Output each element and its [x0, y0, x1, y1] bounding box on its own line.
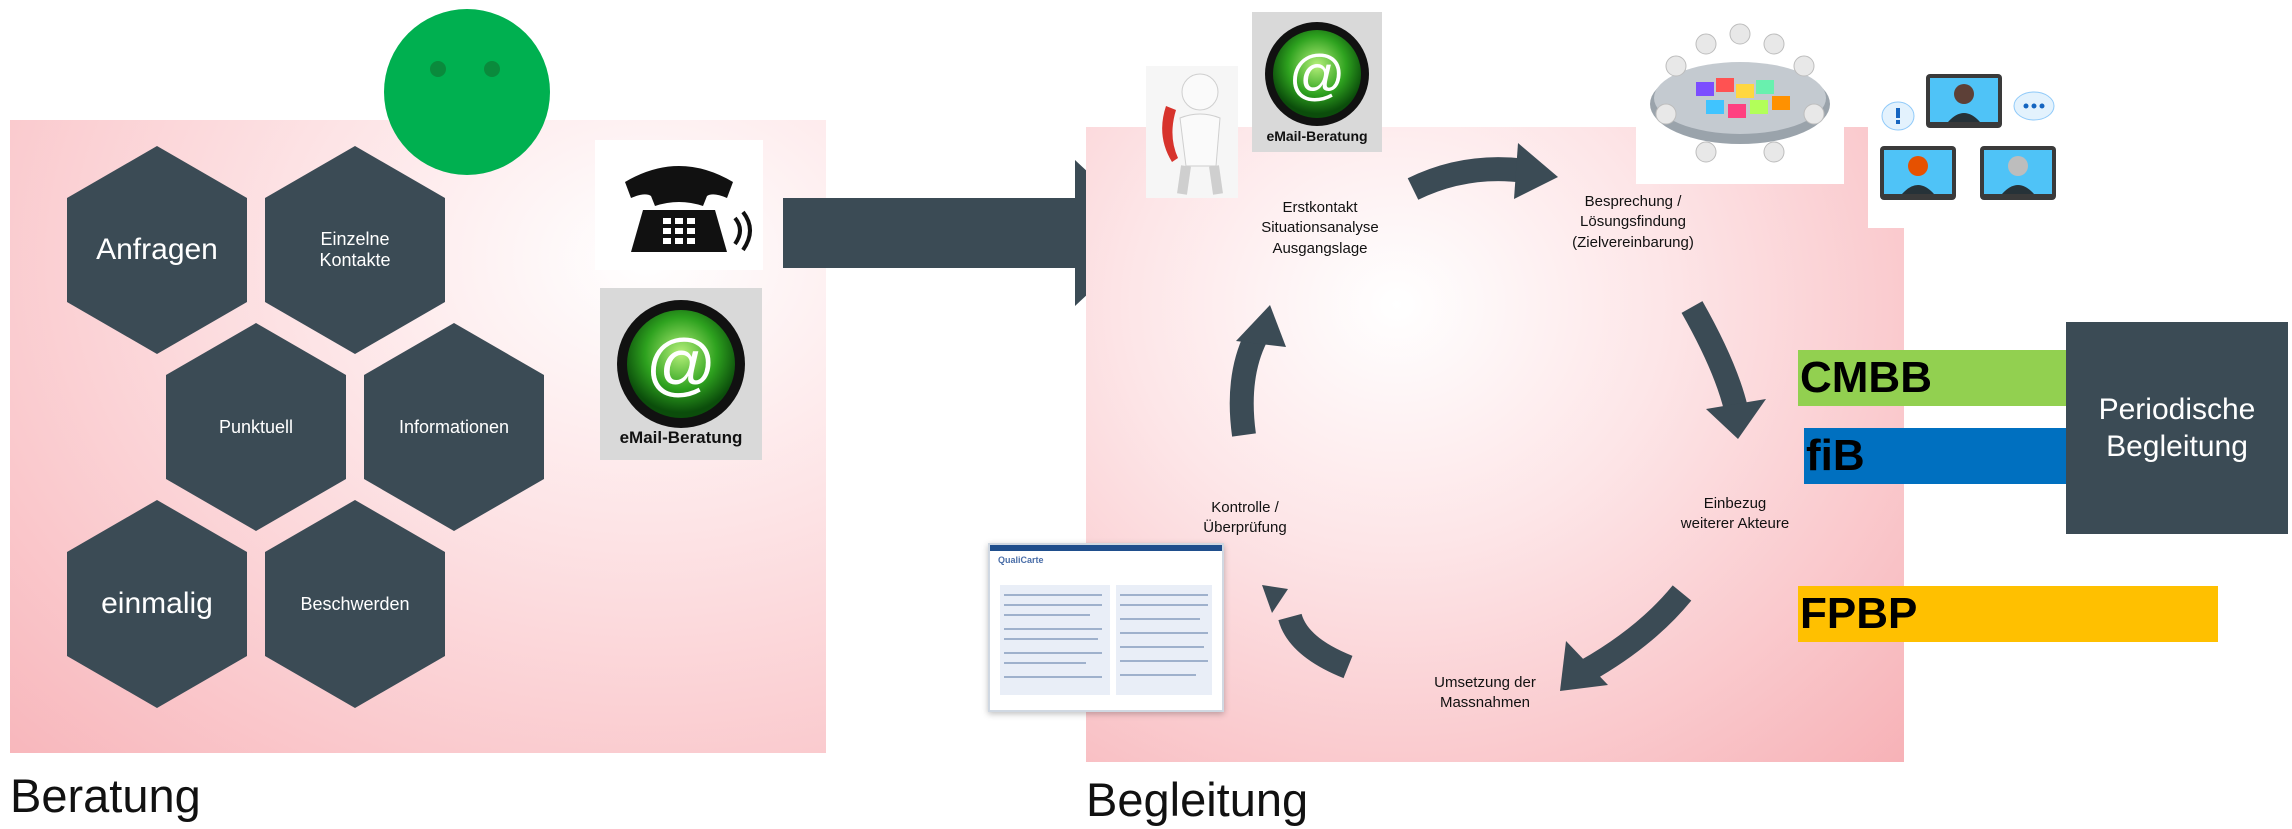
video-call-icon: [1868, 60, 2068, 228]
cycle-step-erstkontakt: Erstkontakt Situationsanalyse Ausgangsla…: [1261, 199, 1379, 257]
hex-informationen: Informationen: [364, 323, 544, 531]
hex-label: einmalig: [101, 586, 213, 620]
email-label: eMail-Beratung: [619, 428, 743, 447]
hex-einmalig: einmalig: [67, 500, 247, 708]
hex-label: Anfragen: [96, 232, 218, 266]
cycle-step-umsetzung: Umsetzung der Massnahmen: [1434, 674, 1536, 712]
hex-label: Einzelne Kontakte: [319, 229, 391, 270]
cmbb-bar: CMBB: [1798, 350, 2066, 406]
smiley-face-icon: [384, 9, 550, 175]
fib-bar: fiB: [1804, 428, 2066, 484]
hex-anfragen: Anfragen: [67, 146, 247, 354]
hex-label: Punktuell: [218, 416, 294, 437]
document-logo: QualiCarte: [998, 555, 1044, 565]
email-beratung-icon: @ eMail-Beratung: [600, 288, 762, 460]
big-arrow-icon: [783, 160, 1153, 306]
arrowheads: [1236, 143, 1766, 691]
meeting-table-icon: [1636, 4, 1844, 184]
begleitung-title: Begleitung: [1086, 773, 1309, 826]
hex-beschwerden: Beschwerden: [265, 500, 445, 708]
cycle-step-kontrolle: Kontrolle / Überprüfung: [1203, 499, 1287, 537]
email-label: eMail-Beratung: [1266, 128, 1368, 144]
hex-label: Informationen: [398, 416, 510, 437]
telephone-icon: [595, 140, 763, 270]
periodische-begleitung-box: Periodische Begleitung: [2066, 322, 2288, 534]
cycle-step-einbezug: Einbezug weiterer Akteure: [1680, 495, 1790, 533]
fpbp-label: FPBP: [1800, 589, 1918, 638]
beratung-title: Beratung: [10, 769, 201, 822]
hex-einzelne-kontakte: Einzelne Kontakte: [265, 146, 445, 354]
email-beratung-icon: @ eMail-Beratung: [1252, 12, 1382, 152]
cmbb-label: CMBB: [1800, 353, 1932, 402]
hex-label: Beschwerden: [300, 593, 410, 614]
cycle-arrows: [1229, 143, 1766, 691]
document-thumbnail: QualiCarte: [988, 543, 1224, 712]
svg-text:@: @: [1289, 43, 1346, 106]
fpbp-bar: FPBP: [1798, 586, 2218, 642]
svg-text:@: @: [645, 325, 716, 403]
cycle-step-besprechung: Besprechung / Lösungsfindung (Zielverein…: [1572, 193, 1694, 251]
fib-label: fiB: [1806, 431, 1865, 480]
hex-punktuell: Punktuell: [166, 323, 346, 531]
person-phone-icon: [1146, 66, 1238, 198]
